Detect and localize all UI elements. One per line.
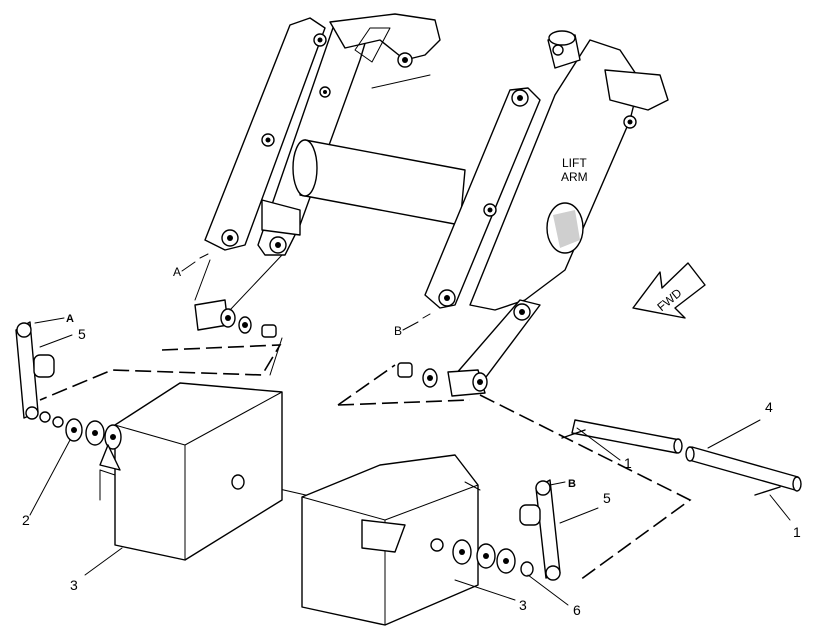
left-link-assembly [15, 321, 122, 471]
callout-washer-right: 6 [573, 602, 581, 618]
ref-b-link: B [568, 478, 576, 490]
callout-weight-right: 3 [519, 597, 527, 613]
forward-arrow: FWD [632, 262, 706, 319]
left-arm-pin-bosses [221, 33, 413, 254]
right-lift-arm-assembly [424, 30, 669, 386]
callout-pin-right-lower: 1 [793, 524, 801, 540]
lift-arm-label-line2: ARM [561, 170, 588, 184]
callout-pin-long: 4 [765, 399, 773, 415]
callout-link-left: 5 [78, 326, 86, 342]
right-arm-link-hardware [397, 362, 488, 397]
right-link-assembly [430, 479, 561, 581]
callout-spacer-left: 2 [22, 512, 30, 528]
callout-link-right: 5 [603, 490, 611, 506]
right-counterweight [301, 454, 481, 626]
left-lift-arm-assembly [204, 13, 466, 256]
callout-pin-right-upper: 1 [624, 455, 632, 471]
ref-b-arm: B [394, 324, 402, 338]
ref-a-link: A [66, 313, 74, 325]
left-counterweight [99, 382, 283, 561]
right-arm-pin-bosses [438, 44, 637, 321]
left-arm-link-hardware [194, 254, 283, 338]
callout-weight-left: 3 [70, 577, 78, 593]
ref-a-arm: A [173, 265, 181, 279]
lift-arm-label-line1: LIFT [562, 156, 587, 170]
callout-leaders [29, 334, 791, 606]
pins [561, 419, 802, 496]
